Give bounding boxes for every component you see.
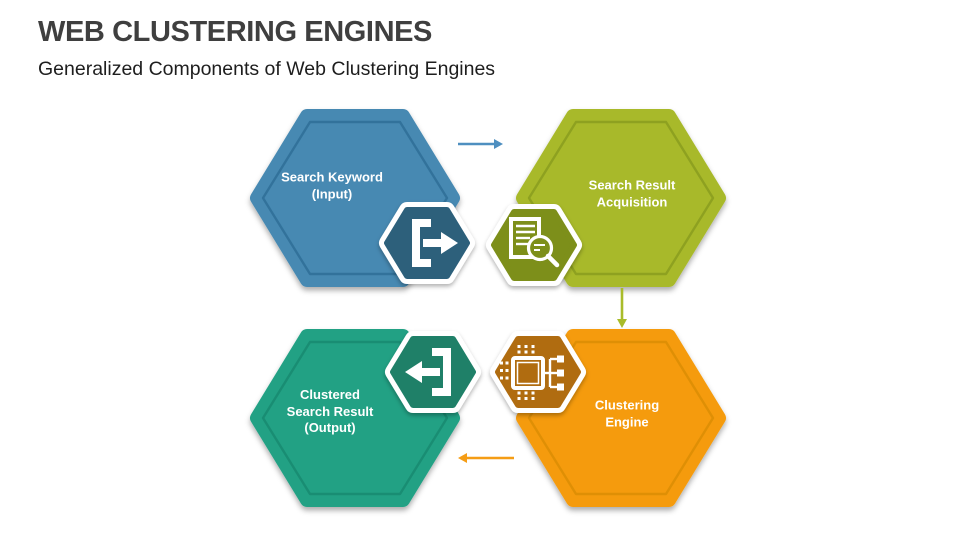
output-arrow-icon <box>405 348 451 396</box>
label-search-keyword-input: Search Keyword (Input) <box>281 169 383 201</box>
chip-icon <box>500 345 564 400</box>
arrow-input-to-acquisition <box>458 139 503 149</box>
page-subtitle: Generalized Components of Web Clustering… <box>38 58 496 80</box>
input-arrow-icon <box>412 219 458 267</box>
page-title: WEB CLUSTERING ENGINES <box>38 16 432 48</box>
arrow-acquisition-to-clustering <box>617 288 627 328</box>
document-search-icon <box>509 217 560 268</box>
badge-clustering <box>490 331 586 413</box>
arrow-clustering-to-output <box>458 453 514 463</box>
badge-output <box>385 331 481 413</box>
label-search-result-acquisition: Search Result Acquisition <box>588 177 676 209</box>
label-clustered-search-result-output: Clustered Search Result (Output) <box>286 387 374 436</box>
badge-acquisition <box>486 204 582 286</box>
badge-input <box>379 202 475 284</box>
label-clustering-engine: Clustering Engine <box>594 397 660 429</box>
